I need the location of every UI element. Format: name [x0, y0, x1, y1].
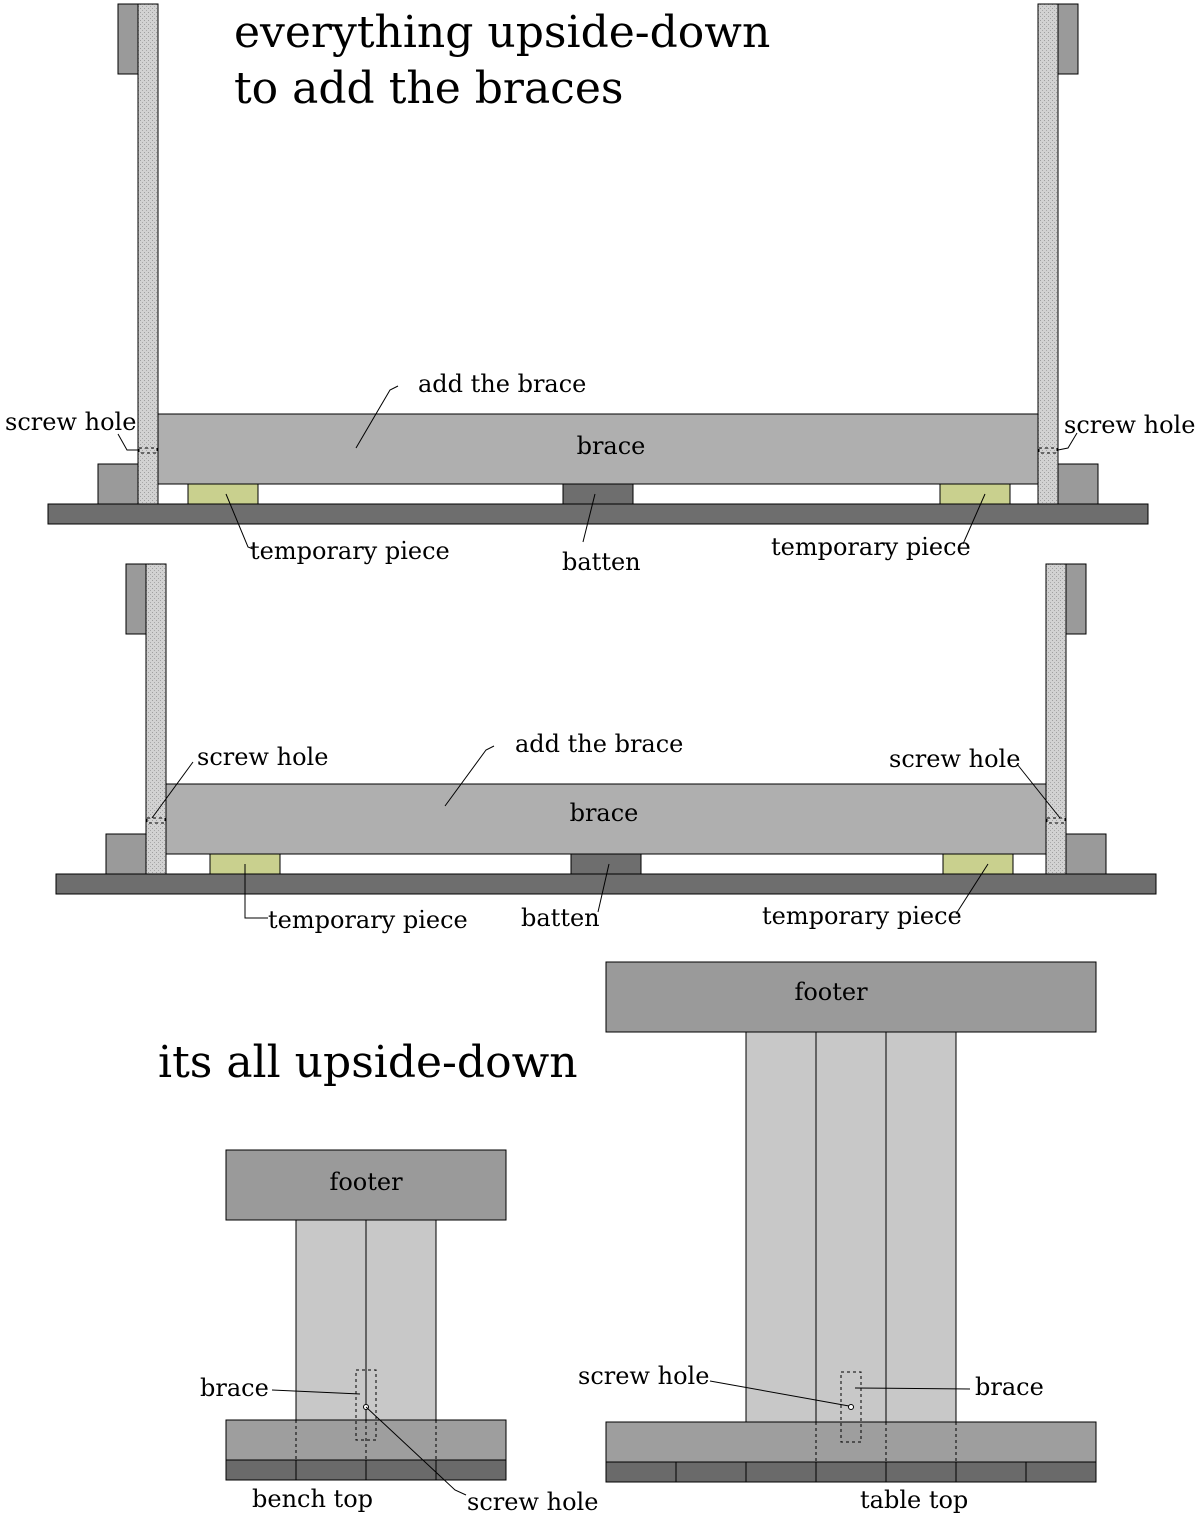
label-screw-hole-right: screw hole — [1064, 411, 1195, 439]
label-brace: brace — [975, 1373, 1044, 1401]
leader-brace — [854, 1387, 971, 1390]
label-bench-top: bench top — [252, 1485, 373, 1513]
screw-hole-right — [1046, 817, 1066, 824]
label-screw-hole-right: screw hole — [889, 745, 1020, 773]
label-batten: batten — [562, 548, 641, 576]
leader-add-brace — [444, 745, 495, 807]
leg-cap-left — [117, 3, 139, 75]
leader-screw-hole-right — [1057, 432, 1078, 451]
screw-hole-marker — [848, 1404, 854, 1410]
label-temp-left: temporary piece — [250, 537, 450, 565]
leg-left — [145, 563, 167, 875]
label-screw-hole: screw hole — [467, 1488, 598, 1516]
leg-cap-right — [1057, 3, 1079, 75]
label-screw-hole-left: screw hole — [5, 408, 136, 436]
leader-temp-left — [225, 493, 254, 550]
subtitle: its all upside-down — [158, 1037, 578, 1088]
temp-piece-left — [187, 483, 259, 505]
leader-temp-left — [244, 864, 268, 919]
label-brace: brace — [570, 799, 639, 827]
foot-block-left — [105, 833, 147, 875]
leader-screw-hole-right — [1016, 763, 1061, 819]
batten — [570, 853, 642, 875]
leg-right — [1037, 3, 1059, 505]
bench-footer — [225, 1149, 507, 1221]
hidden-brace — [840, 1371, 862, 1443]
leg-cap-left — [125, 563, 147, 635]
panel-2: add the brace brace screw hole screw hol… — [55, 563, 1157, 934]
foot-block-left — [97, 463, 139, 505]
table-post — [745, 961, 957, 1423]
leader-screw-hole-left — [117, 433, 138, 451]
temp-piece-right — [939, 483, 1011, 505]
leader-screw-hole — [709, 1380, 850, 1407]
screw-hole-right — [1038, 447, 1058, 454]
label-footer: footer — [794, 978, 868, 1006]
screw-hole-left — [146, 817, 166, 824]
label-add-brace: add the brace — [515, 730, 683, 758]
label-screw-hole: screw hole — [578, 1362, 709, 1390]
leader-add-brace — [355, 385, 399, 449]
label-brace: brace — [200, 1374, 269, 1402]
title-line-2: to add the braces — [234, 63, 623, 114]
label-temp-right: temporary piece — [762, 902, 962, 930]
leader-screw-hole-left — [151, 761, 194, 819]
label-temp-right: temporary piece — [771, 533, 971, 561]
leader-temp-right — [962, 493, 986, 545]
batten — [562, 483, 634, 505]
bench-end-view: footer brace screw hole bench top — [200, 1149, 598, 1516]
label-batten: batten — [521, 904, 600, 932]
title-line-1: everything upside-down — [234, 7, 770, 58]
leg-right — [1045, 563, 1067, 875]
table-footer — [605, 961, 1097, 1033]
label-footer: footer — [329, 1168, 403, 1196]
brace-board — [157, 413, 1039, 485]
panel-1: add the brace brace screw hole screw hol… — [5, 3, 1195, 576]
leader-batten — [597, 863, 610, 913]
leader-brace — [271, 1389, 361, 1395]
leg-cap-right — [1065, 563, 1087, 635]
table-top-upper — [605, 1421, 1097, 1463]
label-table-top: table top — [860, 1486, 968, 1514]
label-screw-hole-left: screw hole — [197, 743, 328, 771]
table-top-lower — [605, 1461, 1097, 1483]
leader-batten — [582, 493, 596, 543]
leader-screw-hole — [365, 1406, 467, 1496]
foot-block-right — [1057, 463, 1099, 505]
screw-hole-left — [138, 447, 158, 454]
hidden-brace — [355, 1369, 377, 1441]
brace-board — [165, 783, 1047, 855]
label-temp-left: temporary piece — [268, 906, 468, 934]
label-brace: brace — [577, 432, 646, 460]
temp-piece-right — [942, 853, 1014, 875]
foot-block-right — [1065, 833, 1107, 875]
leg-left — [137, 3, 159, 505]
table-end-view: footer screw hole brace table top — [578, 961, 1097, 1514]
label-add-brace: add the brace — [418, 370, 586, 398]
base-plank — [47, 503, 1149, 525]
leader-temp-right — [955, 863, 989, 915]
